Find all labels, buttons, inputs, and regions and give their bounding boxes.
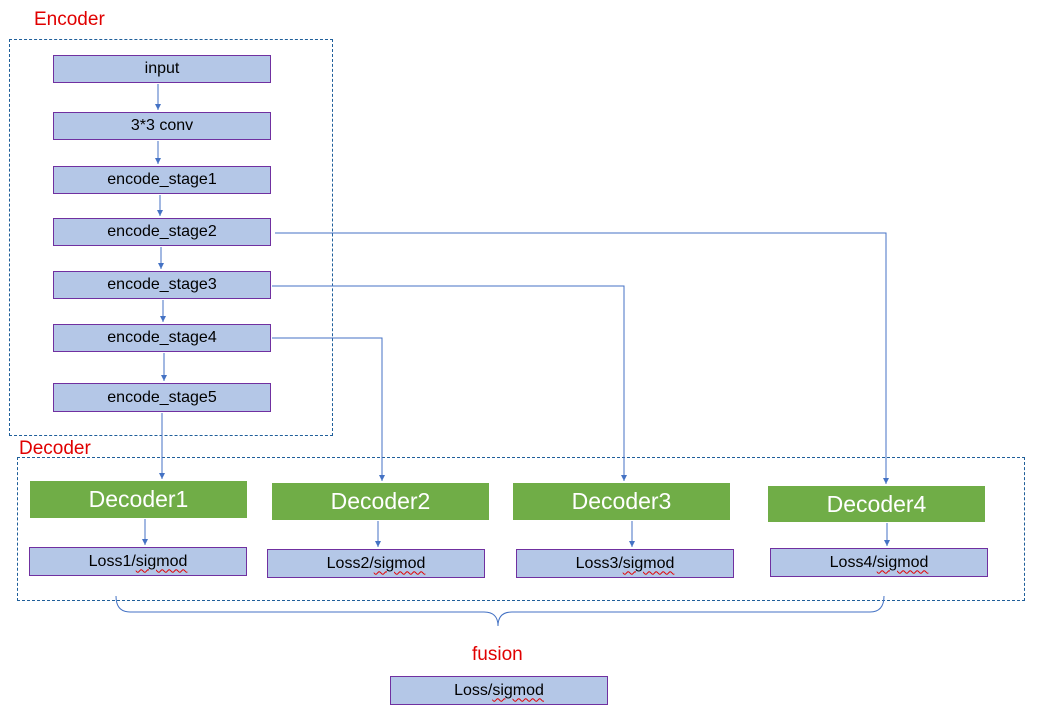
loss1-word: sigmod bbox=[135, 552, 188, 570]
fusion-loss-block: Loss/sigmod bbox=[390, 676, 608, 705]
encode-stage5-block: encode_stage5 bbox=[53, 383, 271, 412]
encode-stage2-block: encode_stage2 bbox=[53, 218, 271, 246]
fusion-title: fusion bbox=[472, 644, 523, 665]
loss3-word: sigmod bbox=[622, 554, 675, 572]
loss3-prefix: Loss3/ bbox=[575, 554, 623, 572]
fusion-brace bbox=[115, 595, 885, 627]
decoder4-block: Decoder4 bbox=[768, 486, 985, 522]
arrow-stage2-to-decoder4 bbox=[275, 232, 889, 484]
loss1-prefix: Loss1/ bbox=[88, 552, 136, 570]
conv-block: 3*3 conv bbox=[53, 112, 271, 140]
encoder-group bbox=[9, 39, 333, 436]
loss2-prefix: Loss2/ bbox=[326, 554, 374, 572]
decoder-title: Decoder bbox=[19, 438, 91, 459]
arrow-stage3-to-decoder3 bbox=[272, 285, 627, 481]
encode-stage4-block: encode_stage4 bbox=[53, 324, 271, 352]
decoder2-block: Decoder2 bbox=[272, 483, 489, 520]
loss2-word: sigmod bbox=[373, 554, 426, 572]
arrow-stage4-to-decoder2 bbox=[272, 337, 385, 481]
decoder-group bbox=[17, 457, 1025, 601]
loss1-block: Loss1/sigmod bbox=[29, 547, 247, 576]
encode-stage1-block: encode_stage1 bbox=[53, 166, 271, 194]
fusion-loss-word: sigmod bbox=[492, 681, 544, 699]
decoder3-block: Decoder3 bbox=[513, 483, 730, 520]
loss2-block: Loss2/sigmod bbox=[267, 549, 485, 578]
loss4-word: sigmod bbox=[876, 553, 929, 571]
decoder1-block: Decoder1 bbox=[30, 481, 247, 518]
input-block: input bbox=[53, 55, 271, 83]
encode-stage3-block: encode_stage3 bbox=[53, 271, 271, 299]
loss4-prefix: Loss4/ bbox=[829, 553, 877, 571]
loss3-block: Loss3/sigmod bbox=[516, 549, 734, 578]
encoder-title: Encoder bbox=[34, 9, 105, 30]
fusion-loss-prefix: Loss/ bbox=[454, 681, 493, 699]
loss4-block: Loss4/sigmod bbox=[770, 548, 988, 577]
